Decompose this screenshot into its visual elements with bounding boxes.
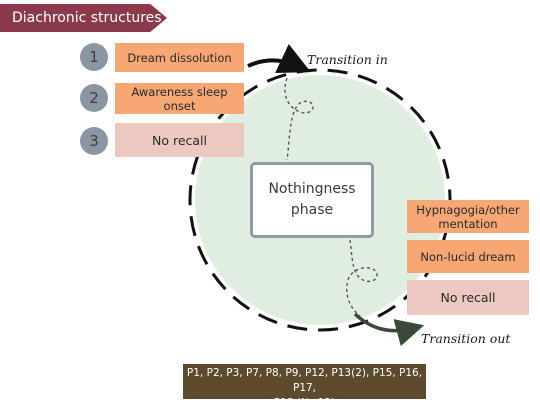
entry-step-dream-dissolution: Dream dissolution — [115, 43, 244, 72]
entry-step-no-recall: No recall — [115, 123, 244, 157]
center-label-line1: Nothingness — [268, 181, 356, 197]
transition-in-swirl — [284, 77, 314, 161]
exit-step-hypnagogia: Hypnagogia/other mentation — [407, 200, 529, 233]
exit-step-hypnagogia-line2: mentation — [438, 216, 498, 231]
step-number-1: 1 — [80, 43, 108, 71]
nothingness-phase-box: Nothingness phase — [250, 162, 374, 238]
participants-line2: P18 (N=12) — [273, 397, 336, 409]
transition-in-arrow — [247, 44, 311, 73]
exit-step-non-lucid-dream: Non-lucid dream — [407, 240, 529, 273]
step-number-2: 2 — [80, 84, 108, 112]
transition-out-arrow — [353, 312, 425, 347]
entry-step-awareness-sleep-onset: Awareness sleep onset — [115, 83, 244, 114]
transition-out-label: Transition out — [421, 331, 511, 346]
participants-line1: P1, P2, P3, P7, P8, P9, P12, P13(2), P15… — [186, 367, 423, 394]
transition-out-swirl — [346, 239, 378, 317]
exit-step-no-recall: No recall — [407, 280, 529, 315]
diagram-title: Diachronic structures — [0, 4, 167, 32]
center-label-line2: phase — [290, 202, 334, 218]
participants-box: P1, P2, P3, P7, P8, P9, P12, P13(2), P15… — [183, 364, 426, 409]
step-number-3: 3 — [80, 127, 108, 155]
transition-in-label: Transition in — [307, 52, 388, 67]
exit-step-hypnagogia-line1: Hypnagogia/other — [416, 202, 520, 217]
